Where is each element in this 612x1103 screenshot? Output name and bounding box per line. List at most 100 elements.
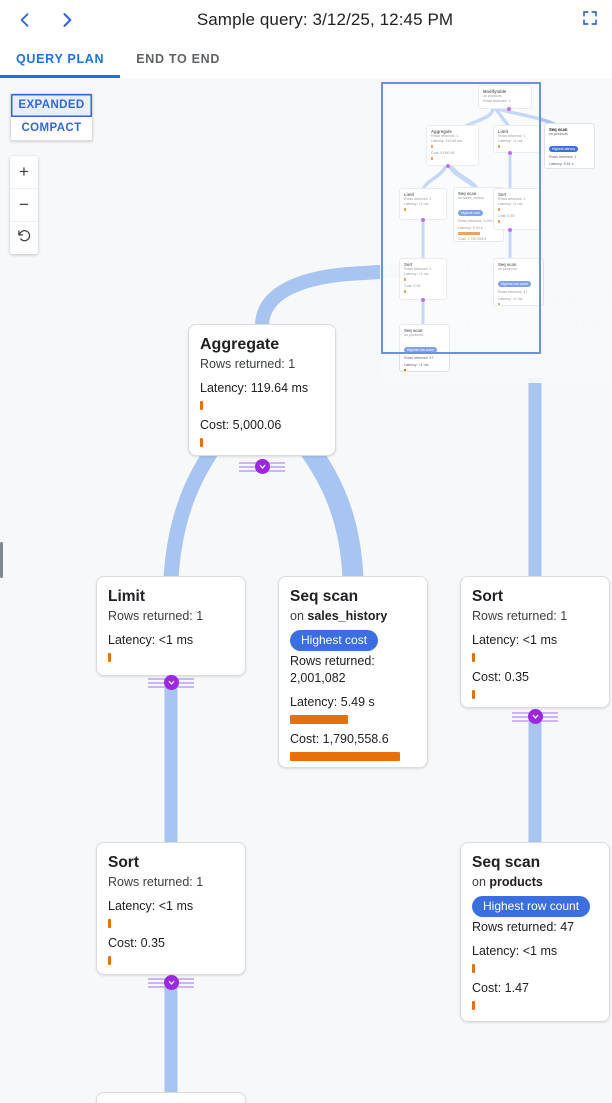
node-cost: Cost: 1,790,558.6 (290, 732, 389, 746)
minimap-node-sub2: Latency: <1 ms (498, 139, 523, 144)
status-badge-highest-row-count: Highest row count (472, 896, 591, 917)
latency-bar (472, 653, 475, 662)
node-rows: Rows returned: 1 (108, 609, 204, 623)
minimap-collapse-dot (421, 218, 425, 222)
latency-bar (108, 653, 111, 662)
minimap-node-sub3: Latency: 5.49 s (458, 226, 483, 231)
minimap-collapse-dot (446, 164, 450, 168)
minimap-node[interactable]: Seq scan on products Highest latency Row… (544, 123, 595, 169)
minimap-node-sub2: Rows returned: 47 (498, 290, 528, 295)
on-prefix: on (290, 609, 308, 623)
minimap-node-sub: on products (483, 94, 502, 99)
node-cost: Cost: 0.35 (108, 936, 165, 950)
minimap-node-sub: Rows returned: 1 (404, 197, 432, 202)
minimap-node[interactable]: Limit Rows returned: 1 Latency: <1 ms (399, 188, 447, 220)
minimap-collapse-dot (508, 228, 512, 232)
node-limit-mid[interactable]: Limit Rows returned: 1 Latency: <1 ms (96, 576, 246, 676)
fullscreen-icon (581, 9, 599, 32)
forward-button[interactable] (50, 3, 84, 37)
minimap-node-sub3: Cost: 0.35 (404, 284, 421, 288)
minimap-node[interactable]: Aggregate Rows returned: 1 Latency: 119.… (426, 125, 479, 166)
collapse-toggle-limit-mid[interactable] (148, 675, 194, 691)
table-name: sales_history (307, 609, 388, 623)
minimap-node[interactable]: Sort Rows returned: 1 Latency: <1 ms Cos… (493, 188, 541, 230)
tab-end-to-end[interactable]: END TO END (136, 52, 221, 66)
minimap-viewport-rect[interactable] (381, 82, 541, 354)
zoom-in-button[interactable]: + (10, 156, 38, 189)
collapse-toggle-sort-left[interactable] (148, 975, 194, 991)
cost-bar (108, 956, 111, 965)
latency-bar (472, 964, 475, 973)
node-latency: Latency: <1 ms (472, 633, 558, 647)
fullscreen-button[interactable] (578, 8, 602, 32)
minimap-node-sub3: Cost: 5,000.06 (431, 151, 455, 155)
zoom-control-group: + − (10, 156, 38, 254)
chevron-down-icon[interactable] (164, 675, 179, 690)
node-rows: Rows returned: 1 (108, 875, 204, 889)
reset-view-button[interactable] (10, 222, 38, 254)
minimap-node-sub2: Rows returned: 47 (404, 356, 434, 361)
node-sort-right[interactable]: Sort Rows returned: 1 Latency: <1 ms Cos… (460, 576, 610, 708)
minimap-node[interactable]: Modifytable on products Rows returned: 1 (478, 85, 532, 109)
compact-button[interactable]: COMPACT (11, 117, 92, 140)
chevron-right-icon (57, 10, 77, 30)
zoom-out-button[interactable]: − (10, 189, 38, 222)
minimap-node[interactable]: Limit Rows returned: 1 Latency: <1 ms (493, 125, 541, 153)
tab-bar: QUERY PLAN END TO END (0, 40, 612, 79)
minimap-node[interactable]: Seq scan on products Highest row count R… (493, 258, 544, 306)
minimap-node-sub: Rows returned: 1 (498, 197, 526, 202)
node-seqscan-sales-history[interactable]: Seq scan on sales_history Highest cost R… (278, 576, 428, 768)
chevron-left-icon (15, 10, 35, 30)
node-sort-left[interactable]: Sort Rows returned: 1 Latency: <1 ms Cos… (96, 842, 246, 975)
top-bar: Sample query: 3/12/25, 12:45 PM (0, 0, 612, 41)
cost-bar (200, 438, 203, 447)
cost-bar (472, 1001, 475, 1010)
minimap-node-sub2: Rows returned: 1 (549, 155, 577, 160)
chevron-down-icon[interactable] (255, 459, 270, 474)
minimap-node-sub: on products (549, 132, 568, 137)
minimap-node-title: Seq scan (549, 127, 568, 132)
node-latency: Latency: 5.49 s (290, 695, 375, 709)
node-seqscan-products-bottom[interactable]: Seq scan on products Highest row count R… (96, 1092, 246, 1103)
node-rows: Rows returned: 1 (200, 357, 296, 371)
collapse-toggle-sort-right[interactable] (512, 709, 558, 725)
minimap-node-title: Limit (498, 129, 509, 134)
node-table: on sales_history (290, 608, 416, 625)
minimap-collapse-dot (508, 151, 512, 155)
minimap-node-title: Seq scan (498, 262, 517, 267)
expanded-button[interactable]: EXPANDED (11, 94, 92, 117)
chevron-down-icon[interactable] (164, 975, 179, 990)
minimap-node-title: Seq scan (404, 328, 423, 333)
cost-bar (472, 690, 475, 699)
canvas-scrollbar[interactable] (0, 542, 3, 578)
minimap[interactable]: Modifytable on products Rows returned: 1… (380, 80, 612, 383)
minimap-node-sub2: Rows returned: 2,001,082 (458, 219, 500, 224)
minimap-node-sub: Rows returned: 1 (404, 267, 432, 272)
node-title: Seq scan (472, 854, 541, 871)
minimap-node-sub: Rows returned: 1 (431, 134, 459, 139)
node-table: on products (472, 874, 598, 891)
node-latency: Latency: <1 ms (472, 944, 558, 958)
on-prefix: on (472, 875, 490, 889)
node-latency: Latency: <1 ms (108, 899, 194, 913)
minimap-node-badge: Highest latency (549, 146, 579, 153)
node-latency: Latency: <1 ms (108, 633, 194, 647)
layout-mode-group: EXPANDED COMPACT (10, 93, 93, 141)
tab-query-plan[interactable]: QUERY PLAN (0, 41, 121, 78)
chevron-down-icon[interactable] (528, 709, 543, 724)
plan-canvas[interactable]: Modifytable on products Rows returned Li… (0, 78, 612, 1103)
back-button[interactable] (8, 3, 42, 37)
minimap-node-sub3: Latency: 5.61 s (549, 162, 574, 167)
collapse-toggle-aggregate[interactable] (239, 459, 285, 475)
minimap-node[interactable]: Sort Rows returned: 1 Latency: <1 ms Cos… (399, 258, 447, 300)
minimap-node-sub4: Cost: 1,790,558.6 (458, 237, 487, 241)
minimap-node-sub2: Latency: 119.64 ms (431, 139, 463, 144)
node-title: Limit (108, 588, 146, 605)
minimap-node-title: Seq scan (458, 191, 477, 196)
minimap-node[interactable]: Seq scan on products Highest row count R… (399, 324, 450, 372)
latency-bar (108, 919, 111, 928)
minimap-node-sub: on products (498, 267, 517, 272)
node-seqscan-products-right[interactable]: Seq scan on products Highest row count R… (460, 842, 610, 1022)
node-aggregate[interactable]: Aggregate Rows returned: 1 Latency: 119.… (188, 324, 336, 456)
